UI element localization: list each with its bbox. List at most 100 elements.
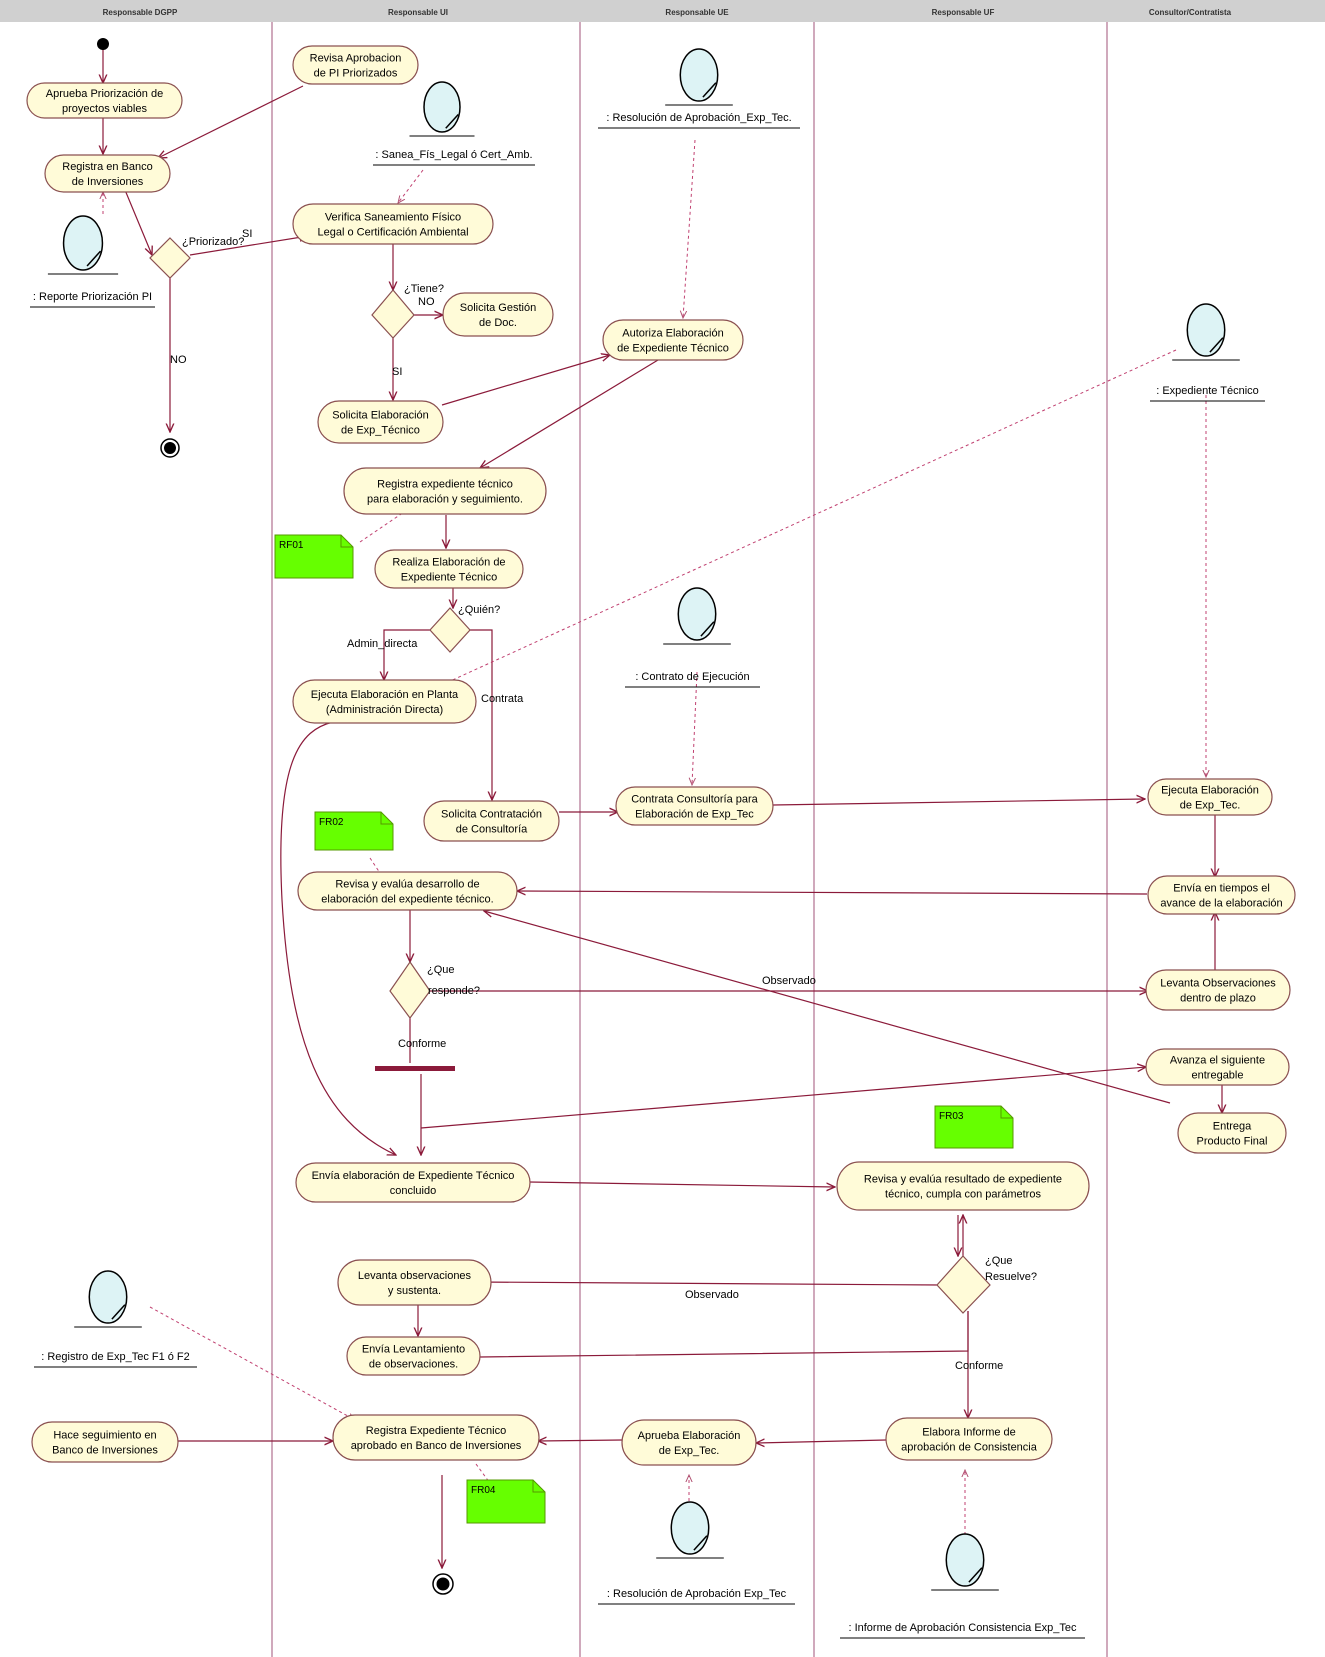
object-label: : Resolución de Aprobación_Exp_Tec. bbox=[606, 112, 791, 124]
activity-label: Envía Levantamiento bbox=[362, 1344, 465, 1356]
flow-label-observado-2: Observado bbox=[685, 1289, 739, 1301]
activity-label: de observaciones. bbox=[369, 1359, 458, 1371]
label-que-resuelve-2: Resuelve? bbox=[985, 1271, 1037, 1283]
sync-bar bbox=[375, 1066, 455, 1071]
flow-lines bbox=[103, 48, 1222, 1568]
activity-aprueba-priorizacion: Aprueba Priorización de proyectos viables bbox=[26, 82, 183, 119]
flow-label-conforme-1: Conforme bbox=[398, 1038, 446, 1050]
activity-shape bbox=[374, 549, 524, 589]
activity-revisa-evalua: Revisa y evalúa desarrollo deelaboración… bbox=[297, 871, 518, 911]
activity-envia-levantamiento: Envía Levantamiento de observaciones. bbox=[346, 1336, 481, 1376]
note-label: FR03 bbox=[939, 1111, 964, 1122]
object-resolucion-exp2: : Resolución de Aprobación Exp_Tec bbox=[598, 1501, 795, 1605]
object-shape-icon bbox=[677, 587, 717, 641]
activity-label: aprobación de Consistencia bbox=[901, 1442, 1038, 1454]
end-node-2 bbox=[432, 1573, 454, 1595]
lane-header-bar bbox=[0, 0, 1325, 22]
flow-labels: SI NO NO SI Admin_directa Contrata Obser… bbox=[170, 228, 1003, 1372]
activity-avanza-entregable: Avanza el siguiente entregable bbox=[1145, 1048, 1290, 1086]
activity-shape bbox=[26, 82, 183, 119]
note-rf01: RF01 bbox=[274, 534, 354, 579]
flow-label-contrata: Contrata bbox=[481, 693, 524, 705]
activity-ejecuta-elaboracion: Ejecuta Elaboración de Exp_Tec. bbox=[1147, 778, 1273, 816]
note-fr03: FR03 bbox=[934, 1105, 1014, 1149]
activity-shape bbox=[297, 871, 518, 911]
flow-label-no-1: NO bbox=[170, 354, 187, 366]
activity-label: Banco de Inversiones bbox=[52, 1445, 158, 1457]
activity-label: Levanta observaciones bbox=[358, 1270, 472, 1282]
activity-label: de Doc. bbox=[479, 317, 517, 329]
note-label: FR04 bbox=[471, 1485, 496, 1496]
decision-que-resuelve bbox=[936, 1255, 991, 1314]
object-label: : Resolución de Aprobación Exp_Tec bbox=[607, 1588, 787, 1600]
decision-tiene bbox=[371, 289, 415, 339]
activity-label: de Exp_Tec. bbox=[1180, 800, 1241, 812]
object-expediente-tecnico: : Expediente Técnico bbox=[1150, 303, 1265, 402]
note-shape bbox=[274, 534, 354, 579]
activity-shape bbox=[885, 1417, 1053, 1461]
activity-label: concluido bbox=[390, 1185, 436, 1197]
activity-shape bbox=[602, 319, 744, 361]
activity-label: Aprueba Elaboración bbox=[638, 1430, 741, 1442]
label-tiene: ¿Tiene? bbox=[404, 283, 444, 295]
decisions bbox=[149, 237, 991, 1314]
activity-label: Autoriza Elaboración bbox=[622, 328, 724, 340]
activity-levanta-obs-plazo: Levanta Observaciones dentro de plazo bbox=[1145, 969, 1291, 1011]
activity-label: de PI Priorizados bbox=[314, 68, 398, 80]
activity-shape bbox=[343, 467, 547, 515]
label-que-responde-2: responde? bbox=[428, 985, 480, 997]
activity-label: dentro de plazo bbox=[1180, 993, 1256, 1005]
activity-label: Aprueba Priorización de bbox=[46, 88, 163, 100]
activity-shape bbox=[317, 400, 444, 444]
object-shape-icon bbox=[945, 1533, 985, 1587]
activity-label: Producto Final bbox=[1197, 1136, 1268, 1148]
object-sanea: : Sanea_Fís_Legal ó Cert_Amb. bbox=[373, 81, 535, 166]
activity-label: aprobado en Banco de Inversiones bbox=[351, 1440, 522, 1452]
lane-title-uf: Responsable UF bbox=[932, 8, 995, 17]
activity-label: avance de la elaboración bbox=[1160, 898, 1282, 910]
activity-shape bbox=[295, 1162, 531, 1203]
activity-shape bbox=[292, 203, 494, 245]
lane-title-ui: Responsable UI bbox=[388, 8, 448, 17]
object-registro-exp: : Registro de Exp_Tec F1 ó F2 bbox=[34, 1270, 197, 1368]
activity-label: Envía en tiempos el bbox=[1173, 883, 1270, 895]
lane-title-ue: Responsable UE bbox=[665, 8, 729, 17]
object-label: : Sanea_Fís_Legal ó Cert_Amb. bbox=[375, 149, 532, 161]
decision-quien bbox=[429, 607, 471, 653]
flow-label-admin-directa: Admin_directa bbox=[347, 638, 418, 650]
activity-label: y sustenta. bbox=[388, 1285, 441, 1297]
activity-levanta-sustenta: Levanta observaciones y sustenta. bbox=[337, 1259, 492, 1306]
activity-shape bbox=[292, 45, 419, 85]
object-label: : Informe de Aprobación Consistencia Exp… bbox=[848, 1622, 1077, 1634]
activity-label: Avanza el siguiente bbox=[1170, 1055, 1265, 1067]
activity-label: Ejecuta Elaboración bbox=[1161, 785, 1259, 797]
label-priorizado: ¿Priorizado? bbox=[182, 236, 244, 248]
activity-shape bbox=[1177, 1112, 1287, 1154]
activity-label: Legal o Certificación Ambiental bbox=[317, 227, 468, 239]
activity-shape bbox=[1145, 969, 1291, 1011]
flow-label-si-1: SI bbox=[242, 228, 252, 240]
object-label: : Registro de Exp_Tec F1 ó F2 bbox=[41, 1351, 190, 1363]
activity-envia-elaboracion: Envía elaboración de Expediente Técnicoc… bbox=[295, 1162, 531, 1203]
object-label: : Expediente Técnico bbox=[1156, 385, 1259, 397]
activity-label: proyectos viables bbox=[62, 103, 147, 115]
activity-shape bbox=[442, 292, 554, 337]
object-resolucion-exp: : Resolución de Aprobación_Exp_Tec. bbox=[598, 48, 800, 129]
activity-label: entregable bbox=[1192, 1070, 1244, 1082]
end-node-1 bbox=[160, 438, 180, 458]
object-informe-consistencia: : Informe de Aprobación Consistencia Exp… bbox=[840, 1533, 1085, 1639]
activity-label: Revisa y evalúa resultado de expediente bbox=[864, 1174, 1062, 1186]
object-reporte-priorizacion: : Reporte Priorización PI bbox=[30, 215, 155, 308]
activity-label: Levanta Observaciones bbox=[1160, 978, 1276, 990]
object-shape-icon bbox=[62, 215, 104, 271]
note-fr02: FR02 bbox=[314, 811, 394, 851]
